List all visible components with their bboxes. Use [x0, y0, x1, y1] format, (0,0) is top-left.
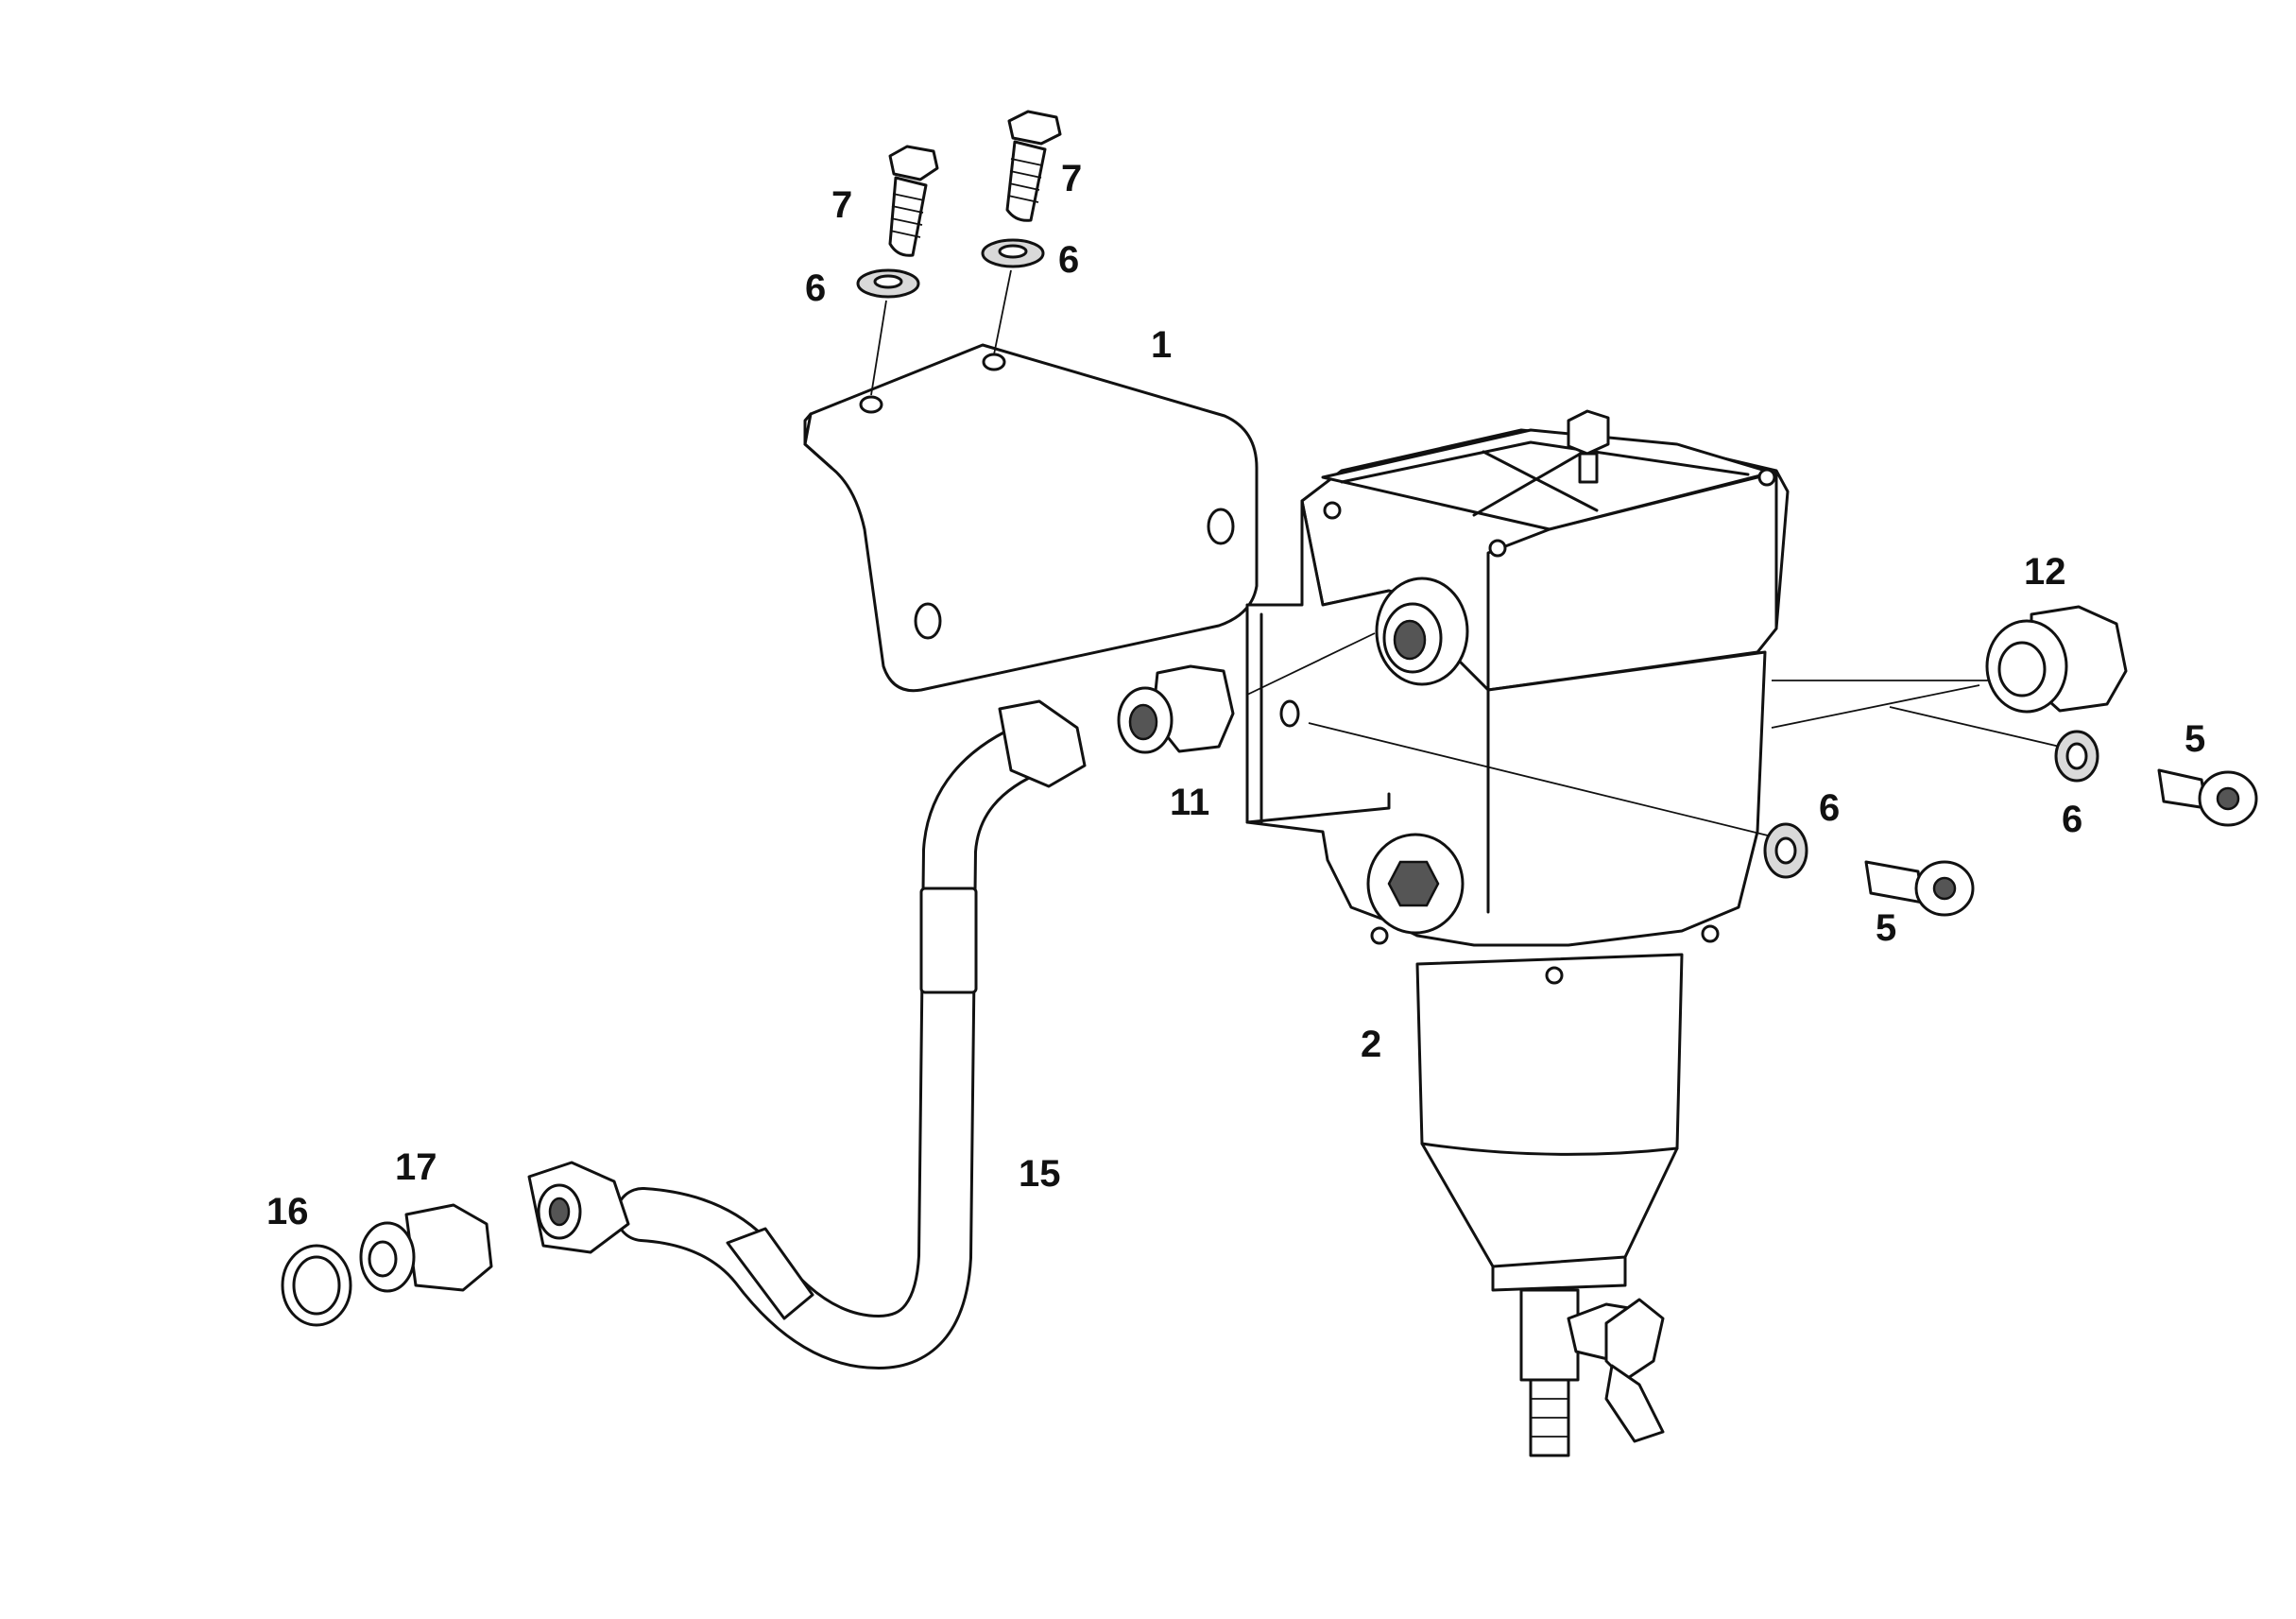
callout-11: 11 — [1170, 782, 1209, 823]
callout-5-lower: 5 — [1876, 907, 1896, 949]
callout-16: 16 — [266, 1191, 309, 1232]
bolt-7-left — [888, 145, 939, 257]
callout-12: 12 — [2024, 551, 2066, 593]
callout-5-upper: 5 — [2185, 718, 2205, 760]
fitting-12 — [1985, 605, 2128, 714]
callout-6-left: 6 — [805, 267, 826, 309]
callout-1: 1 — [1151, 324, 1172, 366]
callout-6-right-lower: 6 — [2062, 799, 2082, 840]
fitting-17 — [359, 1203, 493, 1293]
callout-15: 15 — [1019, 1153, 1061, 1195]
fitting-11 — [1117, 664, 1235, 754]
callout-6-body: 6 — [1819, 787, 1840, 829]
bolt-7-right — [1005, 110, 1062, 222]
callout-2: 2 — [1361, 1024, 1381, 1065]
fuel-filter-housing — [1245, 409, 1790, 1457]
screw-5-upper — [2157, 768, 2258, 827]
hose-15 — [527, 699, 1087, 1369]
callout-7-right: 7 — [1061, 158, 1082, 199]
callout-6-right: 6 — [1058, 239, 1079, 281]
screw-5-lower — [1864, 860, 1975, 917]
callout-7-left: 7 — [831, 184, 852, 226]
callout-17: 17 — [395, 1146, 437, 1188]
mounting-bracket — [803, 343, 1259, 693]
